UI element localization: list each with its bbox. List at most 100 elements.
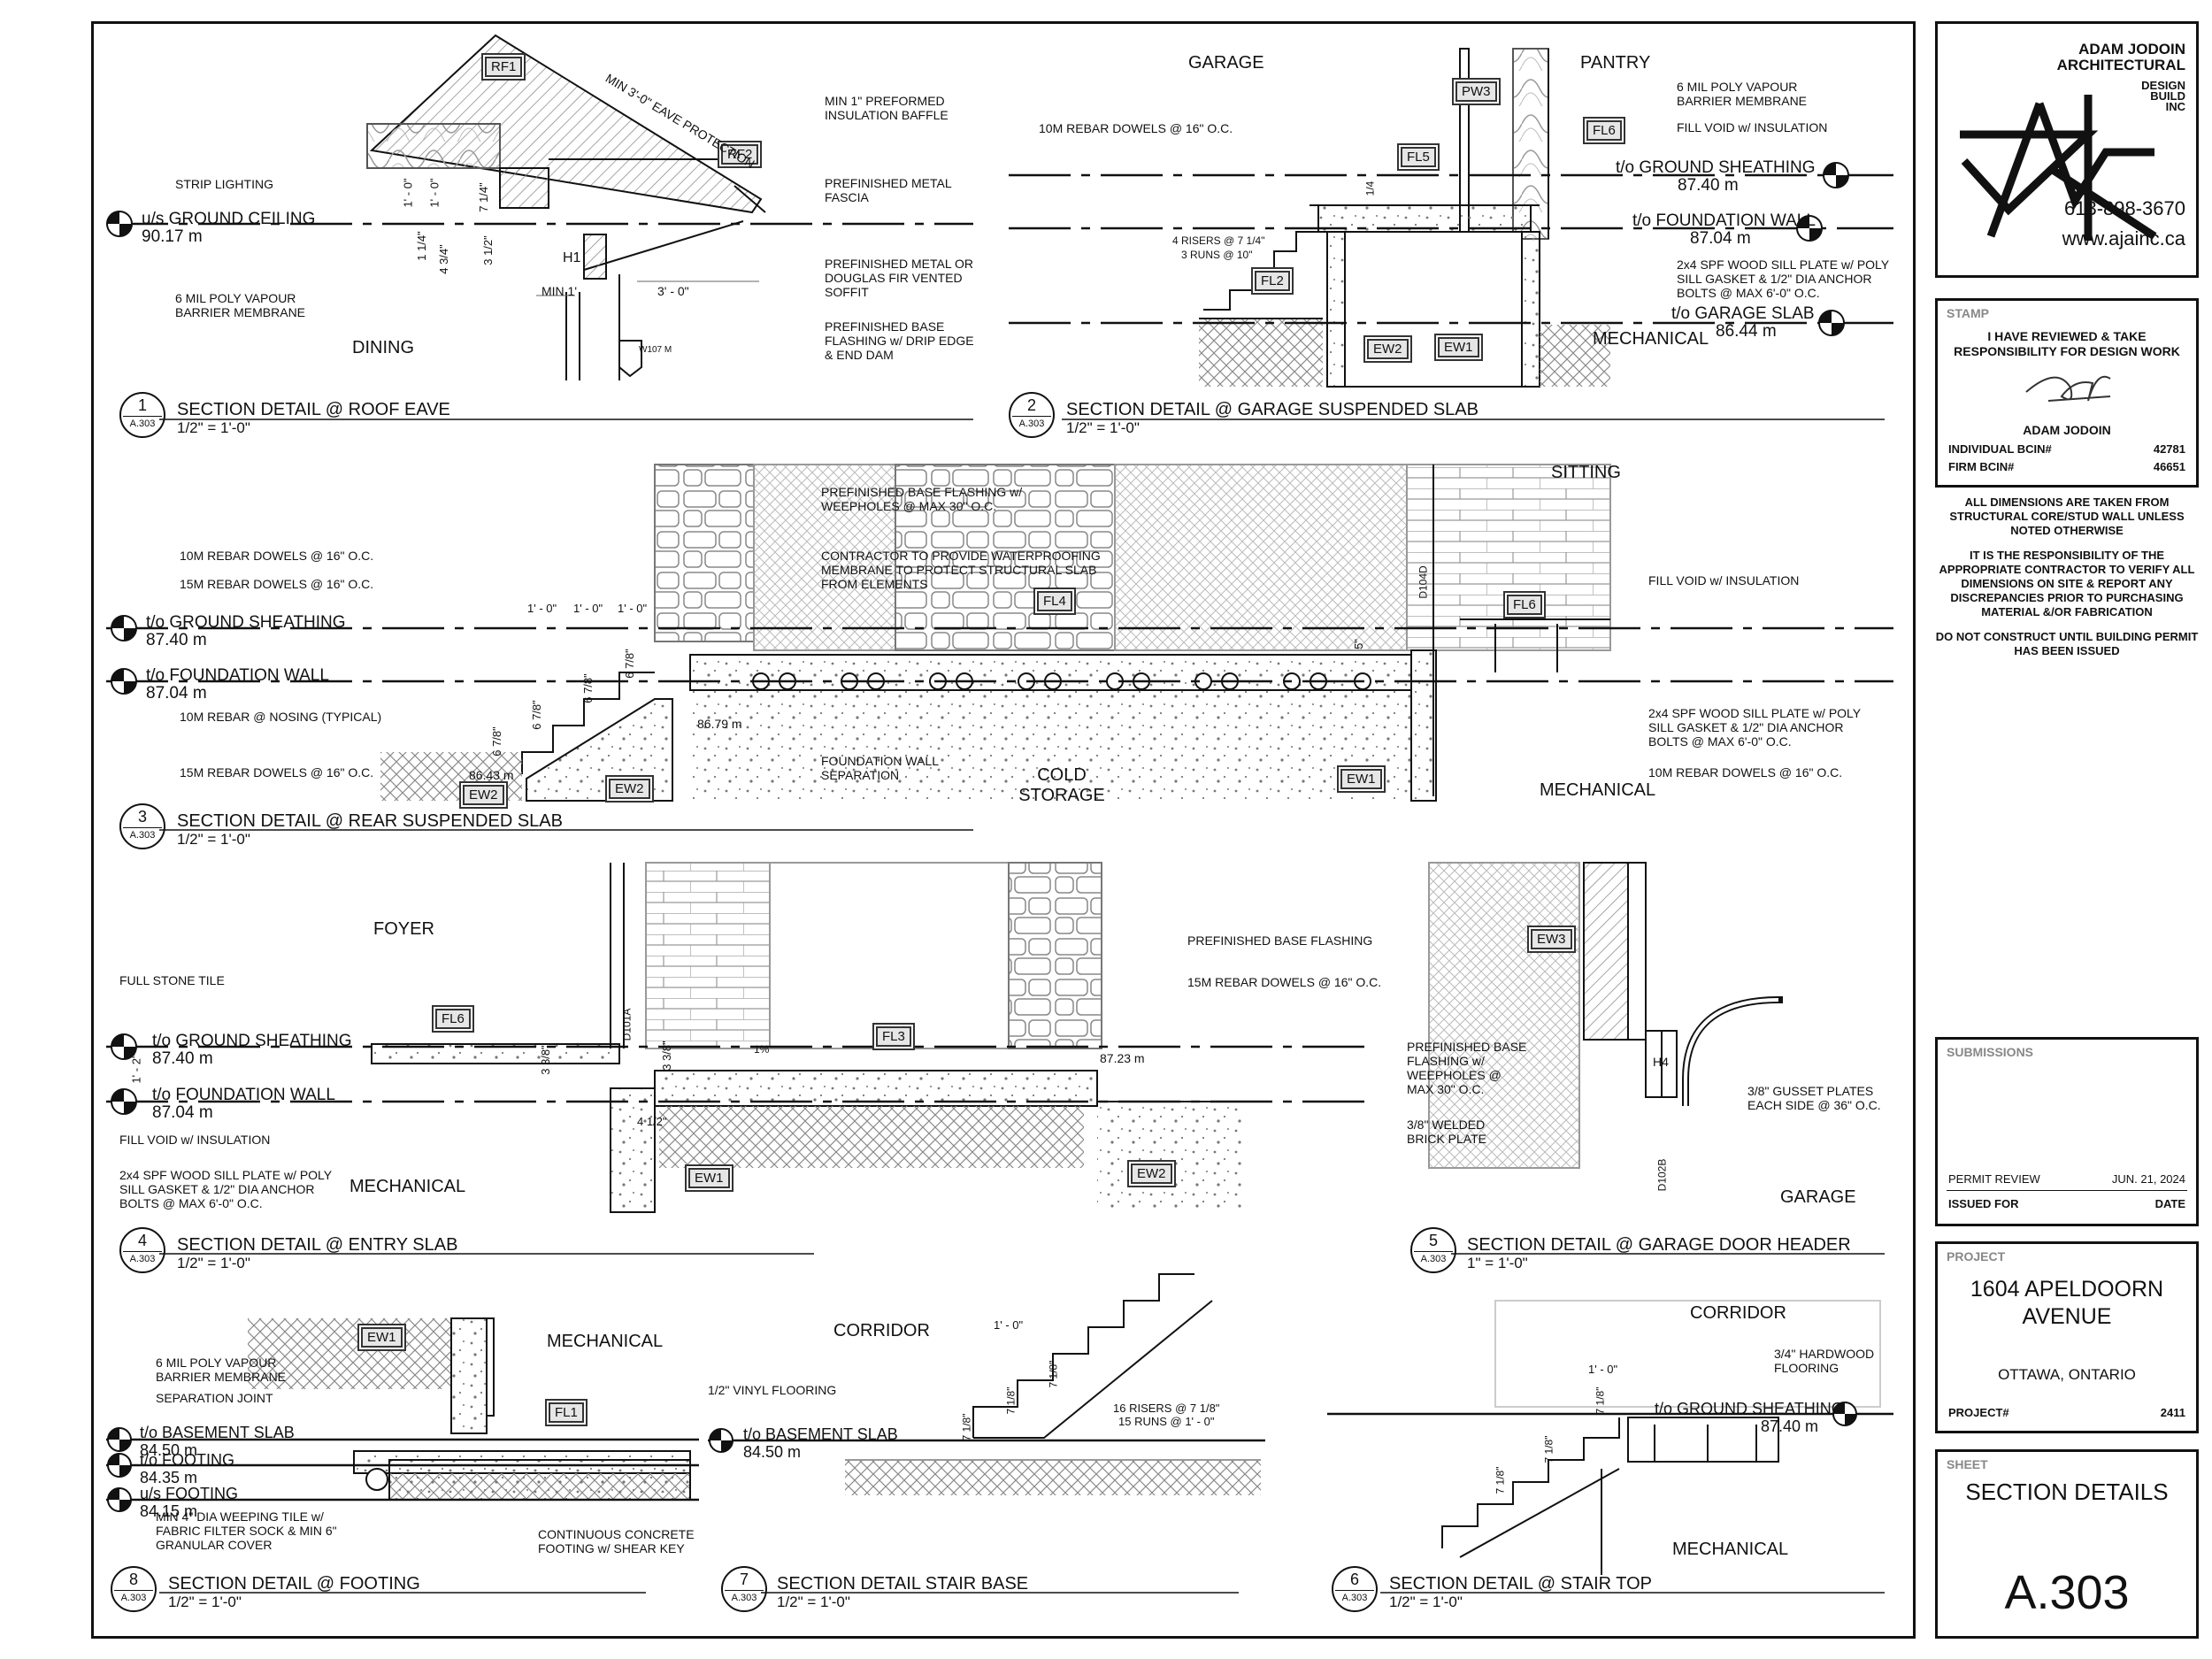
note-fill-void-3: FILL VOID w/ INSULATION — [1648, 573, 1800, 588]
tag-rf2: RF2 — [721, 144, 759, 165]
tag-fl4: FL4 — [1037, 591, 1072, 611]
dim-3-h: 5" — [1351, 639, 1365, 649]
note-vapour-barrier: 6 MIL POLY VAPOUR BARRIER MEMBRANE — [175, 291, 306, 319]
detail-6-title: SECTION DETAIL @ STAIR TOP — [1389, 1574, 1653, 1594]
submissions-col-issued: ISSUED FOR — [1948, 1197, 2019, 1210]
project-header: PROJECT — [1947, 1249, 2006, 1263]
tag-pw3: PW3 — [1455, 81, 1497, 102]
tag-ew1-8: EW1 — [361, 1327, 403, 1348]
individual-bcin-value: 42781 — [2153, 442, 2185, 456]
room-mechanical-2: MECHANICAL — [1593, 329, 1709, 349]
room-mechanical-8: MECHANICAL — [547, 1332, 664, 1351]
title-block-logo: ADAM JODOIN ARCHITECTURAL DESIGN BUILD I… — [1935, 21, 2199, 278]
firm-phone: 613-898-3670 — [2063, 197, 2185, 219]
room-corridor-7: CORRIDOR — [833, 1321, 930, 1340]
dim-3-f: 6 7/8" — [529, 700, 543, 730]
dim-3-e: 6 7/8" — [580, 673, 595, 703]
dim-6-a: 1' - 0" — [1588, 1363, 1618, 1376]
note-hardwood-flooring: 3/4" HARDWOOD FLOORING — [1774, 1347, 1875, 1375]
tag-fl3: FL3 — [876, 1026, 911, 1047]
note-foundation-separation: FOUNDATION WALL SEPARATION — [821, 754, 939, 782]
dim-6-d: 7 1/8" — [1494, 1466, 1507, 1494]
drawing-area-border — [91, 21, 1916, 1639]
title-block-submissions: SUBMISSIONS PERMIT REVIEW JUN. 21, 2024 … — [1935, 1037, 2199, 1226]
dim-runs: 3 RUNS @ 10" — [1181, 249, 1253, 261]
room-sitting: SITTING — [1551, 463, 1621, 482]
room-mechanical-4: MECHANICAL — [349, 1177, 466, 1196]
dim-4-a: 1' - 2" — [129, 1054, 143, 1084]
note-base-flashing-5: PREFINISHED BASE FLASHING w/ WEEPHOLES @… — [1407, 1040, 1527, 1096]
title-block-project: PROJECT 1604 APELDOORN AVENUE OTTAWA, ON… — [1935, 1241, 2199, 1433]
note-soffit: PREFINISHED METAL OR DOUGLAS FIR VENTED … — [825, 257, 974, 299]
room-mechanical-6: MECHANICAL — [1672, 1540, 1789, 1559]
note-baffle: MIN 1" PREFORMED INSULATION BAFFLE — [825, 94, 949, 122]
note-sill-plate-3: 2x4 SPF WOOD SILL PLATE w/ POLY SILL GAS… — [1648, 706, 1861, 749]
project-number-label: PROJECT# — [1948, 1406, 2009, 1419]
room-cold-storage: COLD STORAGE — [1018, 765, 1105, 805]
dim-3-a: 1' - 0" — [527, 602, 557, 615]
note-base-flashing: PREFINISHED BASE FLASHING w/ DRIP EDGE &… — [825, 319, 974, 362]
room-garage-5: GARAGE — [1780, 1187, 1856, 1207]
tag-fl6: FL6 — [1586, 120, 1622, 141]
note-waterproofing: CONTRACTOR TO PROVIDE WATERPROOFING MEMB… — [821, 549, 1101, 591]
tag-ew3: EW3 — [1531, 929, 1572, 949]
note-fill-void-4: FILL VOID w/ INSULATION — [119, 1133, 271, 1147]
note-15m-dowels-4: 15M REBAR DOWELS @ 16" O.C. — [1187, 975, 1382, 989]
note-brick-plate: 3/8" WELDED BRICK PLATE — [1407, 1118, 1486, 1146]
general-note-2: IT IS THE RESPONSIBILITY OF THE APPROPRI… — [1939, 549, 2195, 618]
note-full-stone-tile: FULL STONE TILE — [119, 973, 225, 987]
dim-7-d: 7 1/8" — [960, 1413, 973, 1441]
dim-7: MIN 1' — [541, 284, 578, 298]
firm-website: www.ajainc.ca — [2062, 227, 2185, 250]
room-corridor-6: CORRIDOR — [1690, 1303, 1786, 1323]
dim-4-e: 4 1/2" — [637, 1115, 667, 1128]
stamp-statement: I HAVE REVIEWED & TAKE RESPONSIBILITY FO… — [1954, 329, 2180, 358]
firm-bcin-value: 46651 — [2153, 460, 2185, 473]
dim-3-b: 1' - 0" — [573, 602, 603, 615]
dim-3-c: 1' - 0" — [618, 602, 648, 615]
note-15m-dowels-3a: 15M REBAR DOWELS @ 16" O.C. — [180, 577, 374, 591]
dim-6-c: 7 1/8" — [1542, 1435, 1555, 1463]
title-block-stamp: STAMP I HAVE REVIEWED & TAKE RESPONSIBIL… — [1935, 298, 2199, 488]
room-foyer: FOYER — [373, 919, 434, 939]
dim-4-c: 3 3/8" — [659, 1041, 673, 1071]
room-mechanical-3: MECHANICAL — [1540, 780, 1656, 800]
dim-7-risers: 16 RISERS @ 7 1/8" — [1113, 1402, 1220, 1415]
dim-quarter: 1/4 — [1363, 180, 1377, 196]
submissions-divider — [1947, 1190, 2187, 1191]
stamp-name: ADAM JODOIN — [2023, 423, 2111, 437]
submissions-col-date: DATE — [2154, 1197, 2185, 1210]
note-vapour-barrier-2: 6 MIL POLY VAPOUR BARRIER MEMBRANE — [1677, 80, 1808, 108]
sheet-title: SECTION DETAILS — [1965, 1479, 2169, 1505]
note-10m-dowels-3: 10M REBAR DOWELS @ 16" O.C. — [180, 549, 374, 563]
dim-4-b: 3 3/8" — [538, 1045, 552, 1075]
dim-risers: 4 RISERS @ 7 1/4" — [1172, 234, 1265, 247]
tag-ew2-4: EW2 — [1131, 1164, 1172, 1184]
room-dining: DINING — [352, 338, 414, 357]
tag-ew1-3: EW1 — [1340, 769, 1382, 789]
detail-5-scale: 1" = 1'-0" — [1467, 1255, 1528, 1271]
dim-3: 7 1/4" — [476, 182, 490, 212]
general-notes: ALL DIMENSIONS ARE TAKEN FROM STRUCTURAL… — [1935, 495, 2199, 658]
tag-d104d: D104D — [1417, 565, 1430, 599]
tag-w107m: W107 M — [639, 345, 672, 355]
tag-ew2: EW2 — [1367, 339, 1409, 359]
tag-d101a: D101A — [620, 1008, 634, 1041]
note-concrete-footing: CONTINUOUS CONCRETE FOOTING w/ SHEAR KEY — [538, 1527, 695, 1555]
firm-name: ADAM JODOIN ARCHITECTURAL — [2056, 41, 2185, 73]
detail-8-scale: 1/2" = 1'-0" — [168, 1594, 242, 1610]
submission-date: JUN. 21, 2024 — [2111, 1172, 2185, 1186]
